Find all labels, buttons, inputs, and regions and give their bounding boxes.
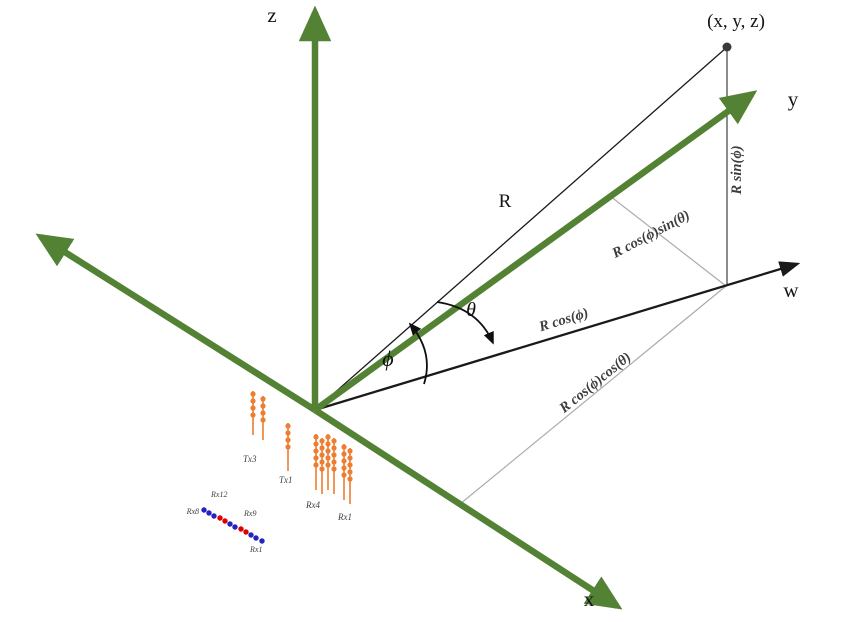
theta-arc [436, 301, 494, 345]
construction-lines [314, 47, 728, 411]
r-sin-phi-label: R sin(ϕ) [729, 145, 745, 195]
phi-arc [408, 322, 428, 385]
rx1-label: Rx1 [337, 512, 352, 522]
antenna-group-rx4 [313, 434, 337, 494]
virtual-array-dots [201, 507, 265, 544]
z-axis-label: z [267, 3, 276, 27]
tx3-label: Tx3 [243, 454, 257, 464]
virtual-rx12-label: Rx12 [210, 490, 227, 499]
coordinate-axes [35, 5, 758, 610]
rx4-label: Rx4 [305, 500, 320, 510]
y-axis [313, 90, 758, 413]
virtual-rx8-label: Rx8 [186, 507, 199, 516]
angle-arcs [408, 301, 494, 385]
theta-angle-label: θ [466, 299, 476, 321]
radius-label: R [499, 191, 512, 212]
virtual-rx1-label: Rx1 [249, 545, 262, 554]
r-cos-phi-sin-theta-label: R cos(ϕ)sin(θ) [609, 207, 693, 262]
w-axis-label: w [783, 278, 799, 302]
radius-line-R [314, 47, 727, 411]
virtual-rx9-label: Rx9 [243, 509, 256, 518]
tx1-label: Tx1 [279, 475, 293, 485]
antenna-group-rx1 [341, 444, 353, 504]
projection-lines [459, 195, 727, 505]
antenna-arrays [250, 391, 353, 504]
r-cos-phi-label: R cos(ϕ) [536, 305, 590, 335]
projection-line-cos-cos [459, 285, 727, 505]
target-point [722, 42, 732, 52]
point-coordinates-label: (x, y, z) [707, 11, 765, 32]
x-axis [313, 407, 623, 610]
phi-angle-label: ϕ [382, 346, 393, 371]
antenna-group-tx1 [285, 423, 291, 471]
r-cos-phi-cos-theta-label: R cos(ϕ)cos(θ) [556, 349, 635, 417]
antenna-group-tx3 [250, 391, 266, 440]
negative-axis [35, 233, 317, 413]
y-axis-label: y [788, 87, 799, 111]
projection-line-cos-sin [609, 195, 727, 287]
x-axis-label: x [584, 587, 595, 611]
w-axis [314, 261, 801, 412]
